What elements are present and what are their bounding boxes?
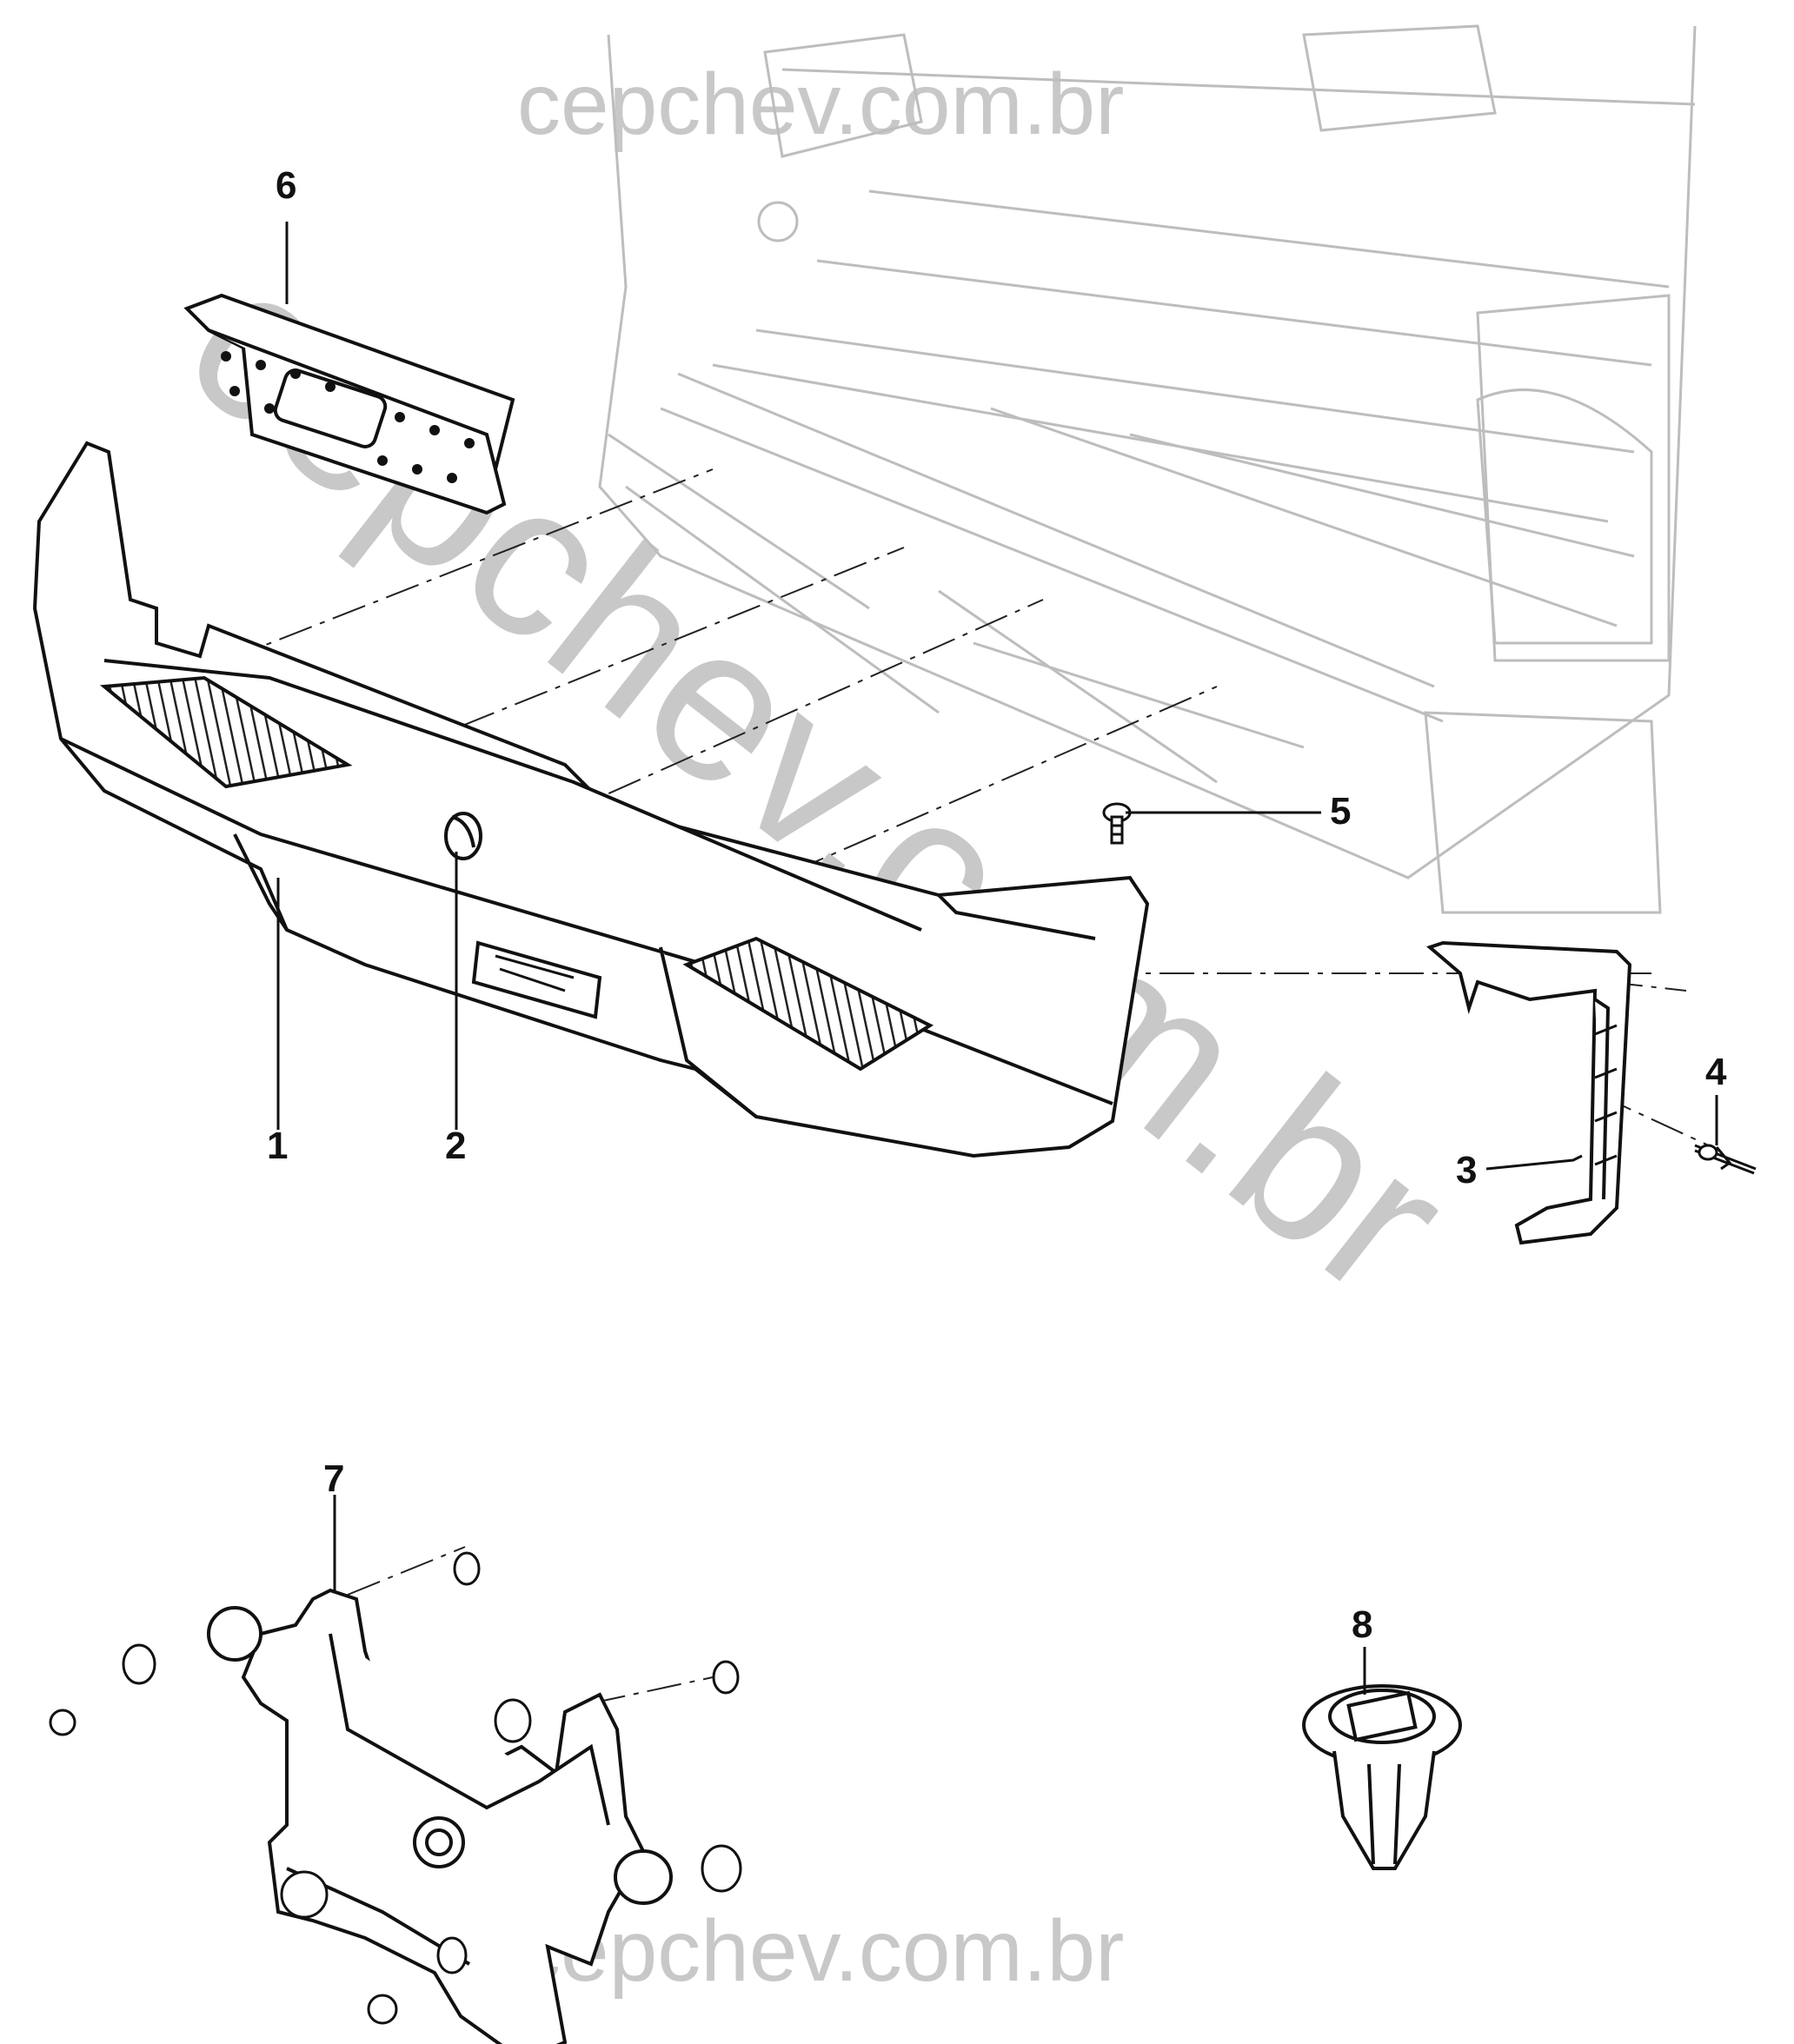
part-8-push-clip bbox=[1302, 1684, 1462, 1870]
callout-6: 6 bbox=[276, 164, 297, 207]
part-5-bolt bbox=[1102, 802, 1132, 845]
part-1-bumper bbox=[32, 441, 1150, 1158]
bumper-step-pad-left bbox=[99, 675, 353, 789]
part-6-bracket bbox=[183, 293, 515, 515]
watermark-top: cepchev.com.br bbox=[517, 56, 1125, 153]
part-7-fasteners bbox=[49, 1551, 742, 2025]
callout-5: 5 bbox=[1330, 790, 1352, 833]
callout-1: 1 bbox=[267, 1125, 289, 1167]
callout-2: 2 bbox=[445, 1125, 467, 1167]
part-4-clip-pin bbox=[1694, 1144, 1757, 1175]
bumper-step-pad-right bbox=[682, 936, 934, 1072]
callout-7: 7 bbox=[323, 1457, 345, 1500]
watermark-bottom: cepchev.com.br bbox=[517, 1902, 1125, 2000]
part-7-plate bbox=[207, 1588, 673, 2044]
callout-8: 8 bbox=[1352, 1603, 1373, 1646]
leader-lines bbox=[276, 222, 1718, 1695]
truck-bed-illustration bbox=[598, 24, 1697, 914]
callout-3: 3 bbox=[1456, 1149, 1478, 1191]
callout-4: 4 bbox=[1705, 1051, 1727, 1093]
part-3-side-bracket bbox=[1426, 940, 1632, 1245]
bumper-lamp-recess bbox=[471, 940, 602, 1019]
part-2-plug bbox=[444, 812, 482, 860]
